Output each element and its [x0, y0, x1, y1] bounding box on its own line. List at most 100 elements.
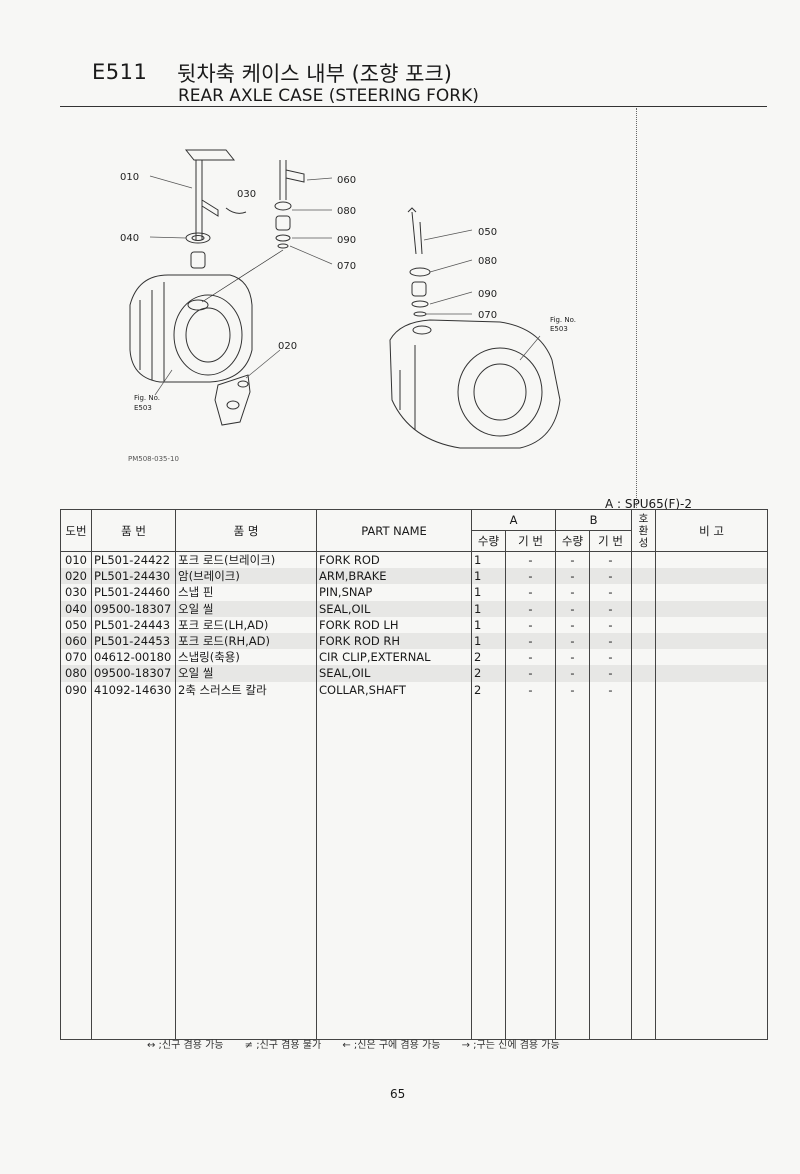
row-compat: [631, 616, 657, 633]
parts-table: 도번 품 번 품 명 PART NAME A B 호환성 비 고 수량 기 번 …: [60, 509, 769, 1040]
row-remarks: [655, 649, 769, 666]
row-b-base: -: [588, 568, 633, 585]
row-remarks: [655, 568, 769, 585]
row-name-kr: 2축 스러스트 칼라: [175, 681, 317, 698]
leader-010: [149, 175, 193, 189]
fig-ref-left-label: Fig. No.: [134, 394, 160, 402]
row-seq: 050: [60, 616, 92, 633]
header-group-b: B: [554, 509, 633, 531]
exploded-parts-diagram: 010 030 040 060 080 090 070 020 050 080 …: [120, 149, 576, 449]
row-part-name: ARM,BRAKE: [316, 568, 472, 585]
page-title-korean: 뒷차축 케이스 내부 (조향 포크): [177, 62, 452, 86]
row-part-name: CIR CLIP,EXTERNAL: [316, 649, 472, 666]
header-part-no: 품 번: [91, 509, 176, 552]
leader-020: [245, 349, 281, 379]
row-remarks: [655, 551, 769, 569]
header-name-kr: 품 명: [175, 509, 317, 552]
row-b-base: -: [588, 665, 633, 682]
table-row: 010 PL501-24422 포크 로드(브레이크) FORK ROD 1 -…: [60, 551, 769, 569]
leader-090b: [429, 291, 473, 305]
row-a-base: -: [505, 649, 556, 666]
row-name-kr: 오일 씰: [175, 665, 317, 682]
table-row: 040 09500-18307 오일 씰 SEAL,OIL 1 - - -: [60, 600, 769, 617]
section-divider: [636, 108, 637, 508]
brake-arm-020-drawing: [214, 374, 251, 426]
row-seq: 010: [60, 551, 92, 569]
legend-item: ↔ ;신구 겸용 가능: [147, 1040, 224, 1051]
row-remarks: [655, 632, 769, 650]
model-label: A : SPU65(F)-2: [605, 497, 693, 511]
row-compat: [631, 665, 657, 682]
figure-code: PM508-035-10: [128, 455, 179, 463]
row-b-base: -: [588, 600, 633, 617]
row-part-name: COLLAR,SHAFT: [316, 681, 472, 698]
row-name-kr: 스냅링(축용): [175, 649, 317, 666]
compatibility-legend: ↔ ;신구 겸용 가능 ≠ ;신구 겸용 불가 ← ;신은 구에 겸용 가능 →…: [147, 1036, 578, 1051]
leader-fig-left: [154, 369, 173, 396]
row-a-qty: 1: [471, 568, 506, 585]
row-name-kr: 포크 로드(RH,AD): [175, 632, 317, 650]
row-name-kr: 오일 씰: [175, 600, 317, 617]
header-b-qty: 수량: [555, 530, 590, 552]
row-b-qty: -: [555, 649, 590, 666]
row-remarks: [655, 584, 769, 601]
callout-080: 080: [337, 206, 356, 217]
row-part-no: 41092-14630: [91, 681, 176, 698]
row-part-no: PL501-24443: [91, 616, 176, 633]
row-name-kr: 포크 로드(브레이크): [175, 551, 317, 569]
row-remarks: [655, 616, 769, 633]
row-a-qty: 1: [471, 600, 506, 617]
row-a-qty: 1: [471, 584, 506, 601]
row-seq: 070: [60, 649, 92, 666]
row-b-qty: -: [555, 632, 590, 650]
callout-070: 070: [337, 261, 356, 272]
page-title-english: REAR AXLE CASE (STEERING FORK): [178, 86, 479, 106]
header-b-base: 기 번: [588, 530, 633, 552]
table-row: 080 09500-18307 오일 씰 SEAL,OIL 2 - - -: [60, 665, 769, 682]
callout-030: 030: [237, 189, 256, 200]
row-name-kr: 스냅 핀: [175, 584, 317, 601]
row-b-qty: -: [555, 616, 590, 633]
table-row: 030 PL501-24460 스냅 핀 PIN,SNAP 1 - - -: [60, 584, 769, 601]
row-seq: 060: [60, 632, 92, 650]
callout-080: 080: [478, 256, 497, 267]
row-part-name: SEAL,OIL: [316, 665, 472, 682]
row-a-qty: 1: [471, 551, 506, 569]
fork-rod-010-drawing: [184, 149, 236, 240]
row-seq: 090: [60, 681, 92, 698]
callout-070: 070: [478, 310, 497, 321]
leader-060: [306, 177, 333, 181]
row-part-no: 04612-00180: [91, 649, 176, 666]
row-b-base: -: [588, 616, 633, 633]
rear-axle-case-right-drawing: [389, 319, 561, 449]
oil-seal-040-drawing: [185, 232, 211, 244]
row-compat: [631, 584, 657, 601]
header-seq: 도번: [60, 509, 92, 552]
fork-rod-050-drawing: [407, 207, 431, 317]
row-b-base: -: [588, 649, 633, 666]
row-b-qty: -: [555, 584, 590, 601]
fig-ref-left-number: E503: [134, 404, 152, 412]
row-b-base: -: [588, 551, 633, 569]
row-b-base: -: [588, 584, 633, 601]
row-part-no: 09500-18307: [91, 665, 176, 682]
header-remarks: 비 고: [655, 509, 769, 552]
row-a-base: -: [505, 616, 556, 633]
part-code: E511: [92, 60, 148, 84]
header-compat: 호환성: [631, 509, 657, 552]
row-b-qty: -: [555, 551, 590, 569]
header-group-a: A: [471, 509, 556, 531]
rear-axle-case-left-drawing: [129, 274, 253, 383]
leader-080b: [429, 259, 473, 273]
leader-050: [423, 229, 473, 241]
header-part-name: PART NAME: [316, 509, 472, 552]
fig-ref-right-number: E503: [550, 325, 568, 333]
row-b-qty: -: [555, 568, 590, 585]
row-b-base: -: [588, 681, 633, 698]
row-a-qty: 2: [471, 649, 506, 666]
row-seq: 080: [60, 665, 92, 682]
callout-010: 010: [120, 172, 139, 183]
callout-060: 060: [337, 175, 356, 186]
legend-item: ≠ ;신구 겸용 불가: [244, 1040, 322, 1051]
table-empty-space: [60, 697, 769, 1040]
